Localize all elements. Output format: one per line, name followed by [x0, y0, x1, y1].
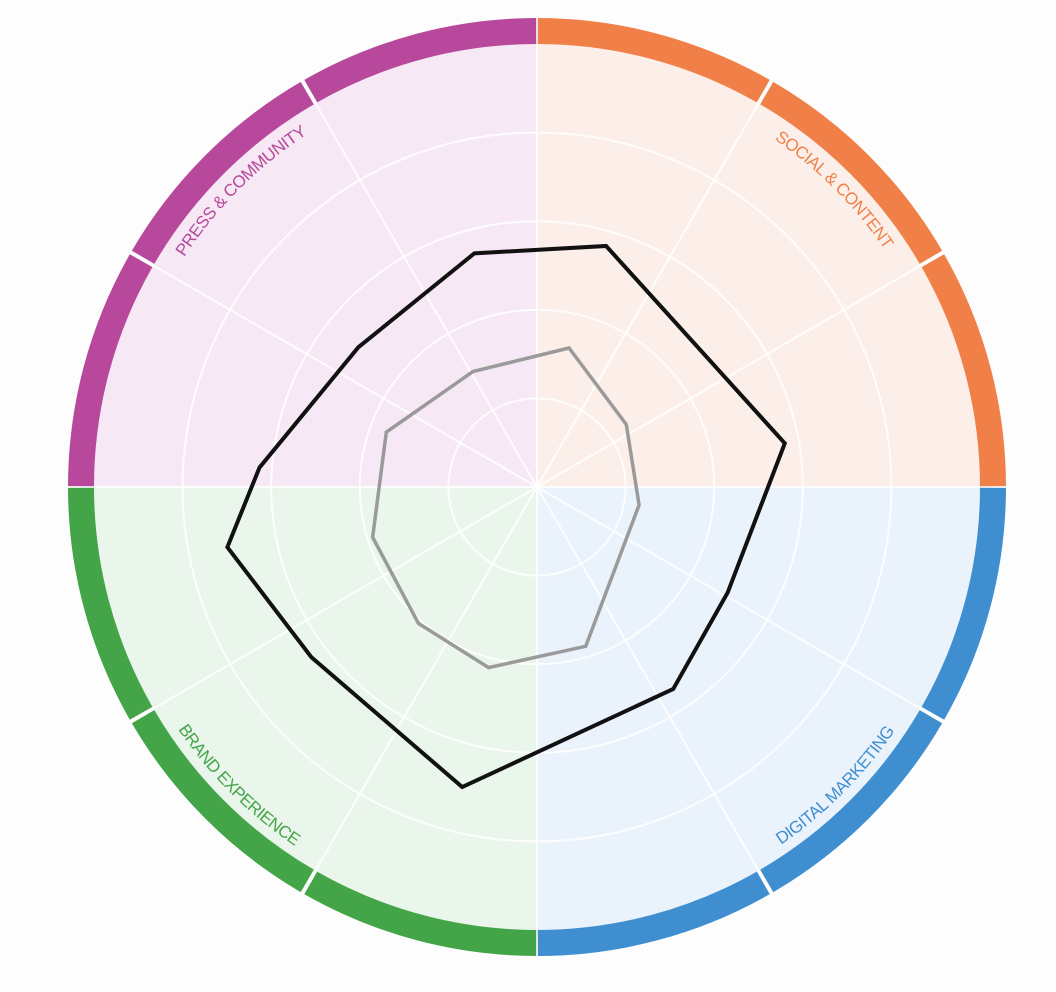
band-segment [760, 81, 943, 264]
band-segment [304, 18, 537, 103]
quadrant-fill-3 [94, 44, 537, 487]
band-segment [760, 710, 943, 893]
grid-spoke [152, 264, 538, 488]
grid-spoke [536, 264, 922, 488]
quadrant-fill-1 [537, 487, 980, 930]
category-bands [68, 18, 1006, 956]
grid-spoke [536, 486, 922, 710]
band-segment [537, 871, 770, 956]
grid-spoke [152, 486, 538, 710]
band-segment [68, 487, 153, 720]
data-series [225, 243, 788, 790]
series-outer-polygon [225, 243, 788, 790]
quadrant-fill-0 [537, 44, 980, 487]
band-segment [131, 81, 314, 264]
band-segment [68, 254, 153, 487]
band-segment [304, 871, 537, 956]
grid-spoke [314, 486, 538, 872]
series-inner-polygon [370, 346, 641, 670]
quadrant-fill-2 [94, 487, 537, 930]
grid-spoke [536, 102, 760, 488]
quadrant-backgrounds [94, 44, 980, 930]
band-segment [131, 710, 314, 893]
grid-spoke [314, 102, 538, 488]
grid-lines [94, 44, 980, 930]
band-segment [921, 254, 1006, 487]
grid-spoke [536, 486, 760, 872]
band-segment [537, 18, 770, 103]
band-segment [921, 487, 1006, 720]
